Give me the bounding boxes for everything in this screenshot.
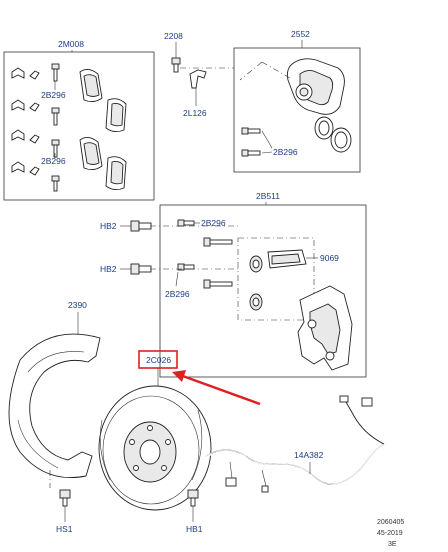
- splash-shield: [8, 333, 101, 479]
- label-2B296-carrier-lower: 2B296: [165, 289, 190, 299]
- brake-pads: [79, 69, 127, 191]
- label-2B296-caliper: 2B296: [273, 147, 298, 157]
- boot-kit: [249, 249, 307, 311]
- bleed-screw-group: 2208 2L126: [164, 31, 234, 118]
- label-14A382: 14A382: [294, 450, 324, 460]
- label-2B296-pad-lower: 2B296: [41, 156, 66, 166]
- carrier-group: 2B511 HB2 HB2 2B296 2B296: [100, 191, 367, 378]
- label-HB2-lower: HB2: [100, 264, 117, 274]
- clip: [189, 69, 207, 89]
- brake-disc-group: 2C026 HB1: [98, 350, 212, 534]
- bleed-screw: [171, 57, 181, 65]
- label-2M008: 2M008: [58, 39, 84, 49]
- wear-sensor-group: 14A382: [205, 395, 385, 493]
- label-HB1: HB1: [186, 524, 203, 534]
- pad-kit-group: 2M008 2B296 2B296: [3, 39, 155, 201]
- hb2-bolt-lower: [130, 263, 140, 275]
- splash-shield-group: 2390 HS1: [8, 300, 101, 534]
- label-HS1: HS1: [56, 524, 73, 534]
- hs1-screw: [59, 489, 71, 499]
- label-9069: 9069: [320, 253, 339, 263]
- label-2B511: 2B511: [256, 191, 280, 201]
- hb1-bolt: [187, 489, 199, 499]
- caliper-box: [233, 47, 361, 173]
- label-2552: 2552: [291, 29, 310, 39]
- label-2B296-pad-upper: 2B296: [41, 90, 66, 100]
- pad-bolts: [51, 63, 60, 192]
- footer-reference: 2060405 45-2019 3E: [377, 519, 404, 548]
- caliper-group: 2552 2B296: [233, 29, 361, 173]
- label-2B296-carrier-upper: 2B296: [201, 218, 226, 228]
- label-2208: 2208: [164, 31, 183, 41]
- boot-kit-box: [237, 237, 315, 321]
- ref-date: 45-2019: [377, 530, 403, 537]
- label-2C026: 2C026: [146, 355, 171, 365]
- ref-code: 2060405: [377, 519, 404, 526]
- label-HB2-upper: HB2: [100, 221, 117, 231]
- sensor-tip: [225, 477, 237, 487]
- highlight-arrow: [172, 370, 261, 406]
- ref-sheet: 3E: [388, 541, 397, 548]
- anti-rattle-clips: [11, 67, 40, 176]
- label-2L126: 2L126: [183, 108, 207, 118]
- carrier-box: [159, 204, 367, 378]
- pad-kit-box: [3, 51, 155, 201]
- label-2390: 2390: [68, 300, 87, 310]
- hb2-bolt-upper: [130, 220, 140, 232]
